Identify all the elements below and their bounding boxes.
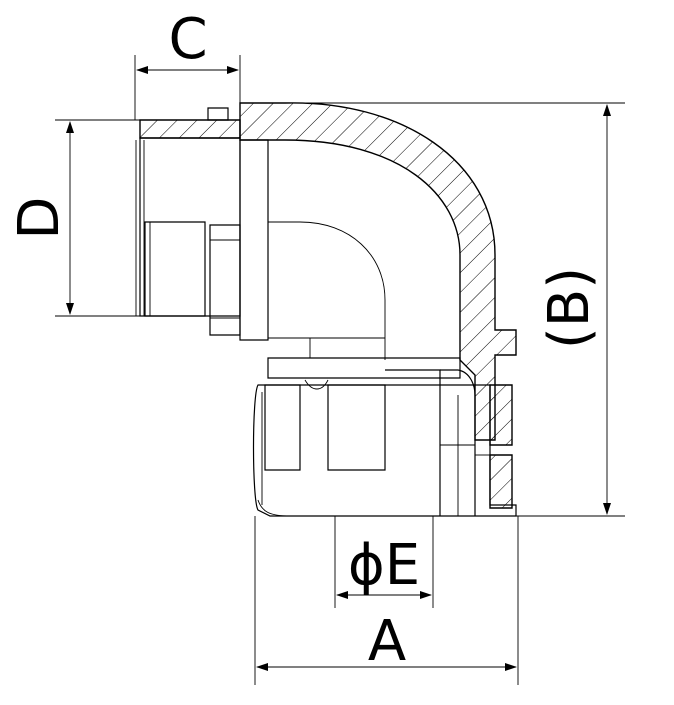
dimension-label-e: ϕE: [348, 533, 420, 598]
dimension-label-d: D: [7, 196, 72, 239]
fitting-outline: [135, 107, 517, 517]
dimension-label-b: (B): [537, 267, 602, 349]
dimension-lines: [55, 55, 625, 685]
hatched-wall-section: [139, 102, 517, 509]
dimension-label-a: A: [368, 609, 406, 674]
dimension-label-c: C: [168, 7, 207, 72]
